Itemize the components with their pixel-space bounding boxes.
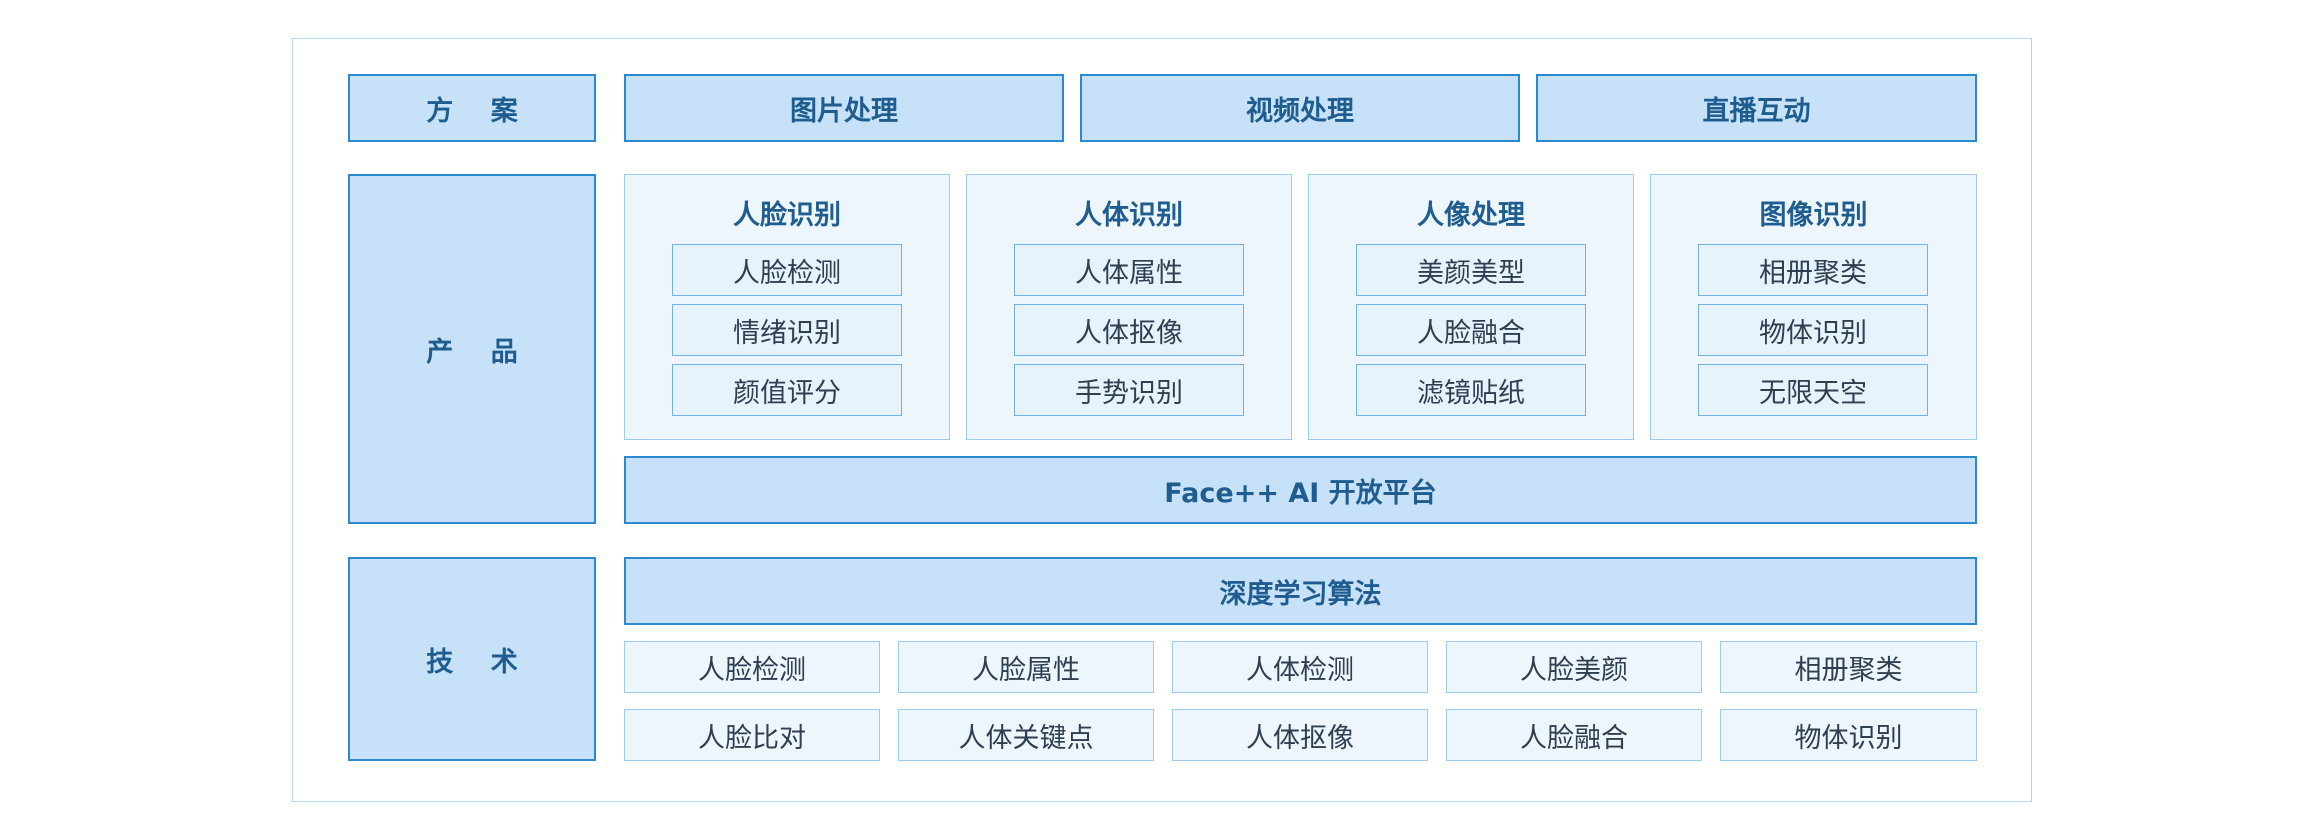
technology-item: 人体抠像	[1172, 709, 1428, 761]
product-title: 图像识别	[1759, 200, 1868, 231]
product-item: 美颜美型	[1356, 244, 1586, 296]
row-label-product: 产 品	[348, 174, 596, 524]
row-label-solution: 方 案	[348, 74, 596, 142]
product-item: 人脸检测	[672, 244, 902, 296]
technology-item: 人脸属性	[898, 641, 1154, 693]
platform-bar: Face++ AI 开放平台	[624, 456, 1977, 524]
technology-item: 人脸融合	[1446, 709, 1702, 761]
technology-item: 人脸检测	[624, 641, 880, 693]
technology-item: 人脸比对	[624, 709, 880, 761]
technology-item: 人体检测	[1172, 641, 1428, 693]
product-item: 无限天空	[1698, 364, 1928, 416]
product-item: 情绪识别	[672, 304, 902, 356]
technology-item: 人脸美颜	[1446, 641, 1702, 693]
product-title: 人体识别	[1075, 200, 1183, 231]
solution-box: 图片处理	[624, 74, 1064, 142]
algorithm-bar: 深度学习算法	[624, 557, 1977, 625]
technology-item: 相册聚类	[1720, 641, 1977, 693]
architecture-frame	[292, 38, 2032, 802]
product-item: 物体识别	[1698, 304, 1928, 356]
product-item: 相册聚类	[1698, 244, 1928, 296]
product-title: 人像处理	[1417, 200, 1525, 231]
product-item: 人脸融合	[1356, 304, 1586, 356]
product-item: 人体抠像	[1014, 304, 1244, 356]
product-item: 颜值评分	[672, 364, 902, 416]
technology-item: 人体关键点	[898, 709, 1154, 761]
product-item: 手势识别	[1014, 364, 1244, 416]
solution-box: 直播互动	[1536, 74, 1977, 142]
product-item: 滤镜贴纸	[1356, 364, 1586, 416]
technology-item: 物体识别	[1720, 709, 1977, 761]
solution-box: 视频处理	[1080, 74, 1520, 142]
row-label-technology: 技 术	[348, 557, 596, 761]
product-item: 人体属性	[1014, 244, 1244, 296]
product-title: 人脸识别	[733, 200, 841, 231]
